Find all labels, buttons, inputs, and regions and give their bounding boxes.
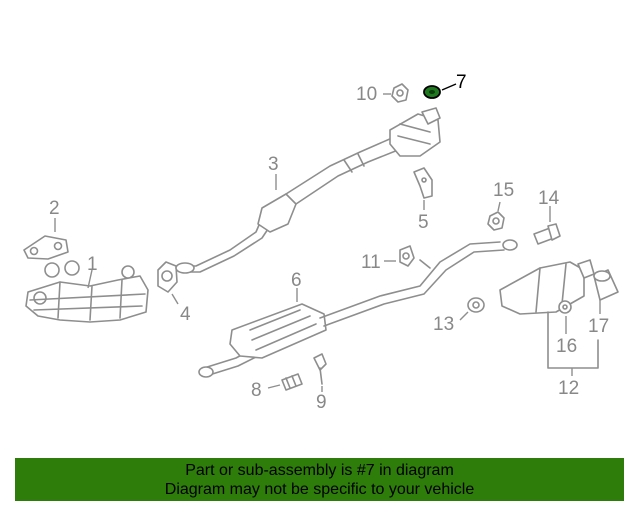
callout-10: 10 [356, 84, 377, 105]
part-15-nut [487, 201, 505, 231]
part-14-bolt [533, 206, 561, 245]
part-13-gasket [459, 297, 485, 321]
banner-line-part-info: Part or sub-assembly is #7 in diagram [185, 462, 454, 479]
part-4-gasket [157, 261, 179, 305]
converter-housing [389, 107, 441, 157]
callout-16: 16 [556, 336, 577, 357]
callout-8: 8 [251, 380, 262, 401]
callout-1: 1 [87, 254, 98, 275]
part-6-center-pipe [198, 239, 518, 378]
part-2-gasket [23, 218, 69, 260]
callout-2: 2 [49, 198, 60, 219]
part-7-gasket-highlighted [423, 83, 457, 99]
part-11-hanger [384, 245, 415, 267]
part-17-tail-pipe [593, 269, 619, 314]
part-12-muffler [499, 259, 599, 376]
callout-5: 5 [418, 212, 429, 233]
callout-11: 11 [361, 252, 381, 273]
callout-6: 6 [291, 270, 302, 291]
callout-9: 9 [316, 392, 327, 413]
part-8-bolt [267, 373, 303, 391]
part-9-stud [313, 353, 327, 392]
callout-12: 12 [558, 378, 579, 399]
info-banner: Part or sub-assembly is #7 in diagram Di… [15, 458, 624, 501]
callout-15: 15 [493, 180, 514, 201]
exhaust-parts-diagram: 1 2 3 4 5 6 7 8 9 10 11 12 13 14 15 16 1… [23, 72, 619, 413]
part-16-nut [558, 300, 572, 334]
part-10-nut [383, 83, 409, 103]
part-1-exhaust-manifold [25, 260, 149, 323]
callout-14: 14 [538, 188, 560, 209]
callout-13: 13 [433, 314, 454, 335]
part-3-front-pipe [175, 137, 399, 274]
callout-17: 17 [588, 316, 609, 337]
part-5-bracket [413, 167, 433, 210]
callout-7: 7 [456, 72, 467, 93]
callout-4: 4 [180, 304, 191, 325]
callout-3: 3 [268, 154, 279, 175]
banner-line-disclaimer: Diagram may not be specific to your vehi… [164, 481, 475, 498]
